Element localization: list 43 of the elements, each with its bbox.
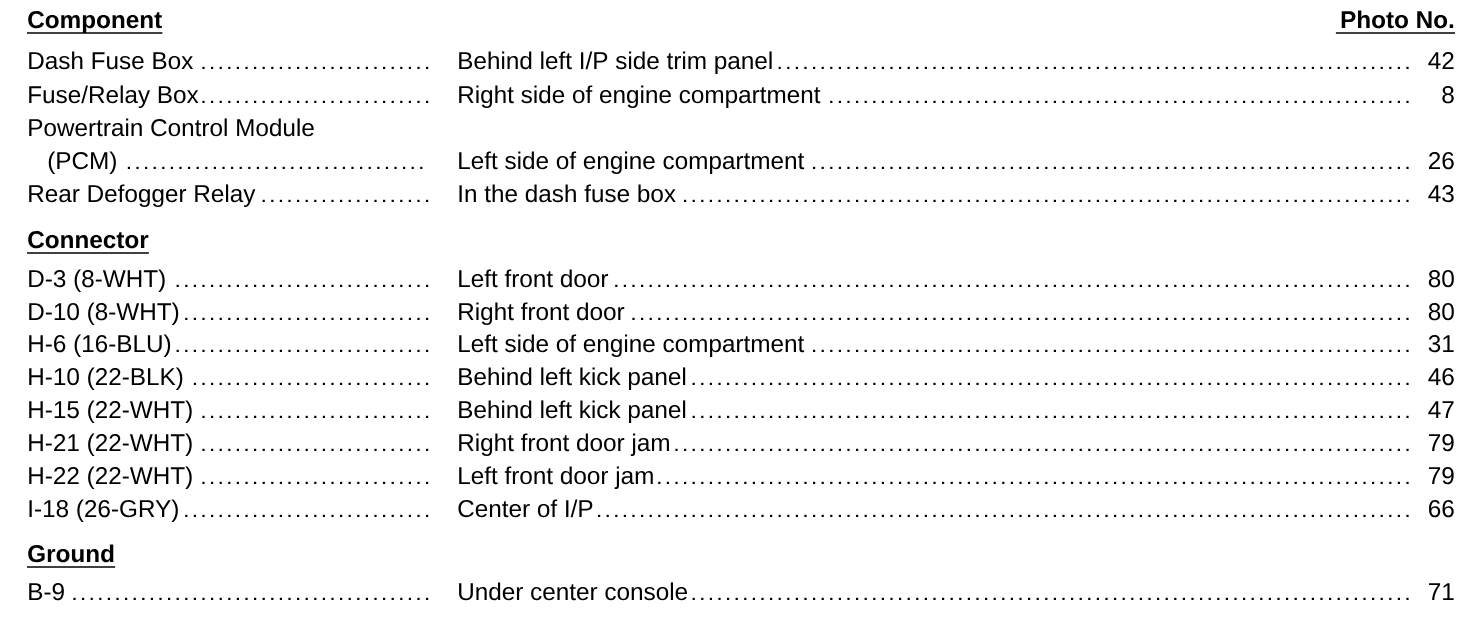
photo-number: 79 bbox=[1429, 434, 1454, 452]
photo-number: 42 bbox=[1428, 52, 1454, 69]
location-text: Under center console bbox=[459, 582, 1409, 601]
location-text: Left front door jam bbox=[459, 466, 1409, 490]
location-text: Right front door bbox=[459, 302, 1409, 326]
photo-number: 66 bbox=[1429, 500, 1454, 518]
photo-number: 80 bbox=[1428, 270, 1454, 288]
component-name: Rear Defogger Relay bbox=[29, 184, 429, 208]
location-text: Behind left kick panel bbox=[459, 400, 1409, 424]
photo-number: 26 bbox=[1429, 152, 1454, 170]
component-name: H-6 (16-BLU) bbox=[29, 334, 429, 358]
location-text: Behind left I/P side trim panel bbox=[459, 51, 1409, 75]
component-name: H-15 (22-WHT) bbox=[29, 400, 429, 424]
location-text: Right side of engine compartment bbox=[459, 85, 1409, 109]
component-name: Dash Fuse Box bbox=[29, 51, 429, 70]
location-text: Center of I/P bbox=[458, 499, 1409, 518]
column-heading: Component bbox=[26, 11, 164, 34]
photo-number: 71 bbox=[1429, 583, 1454, 600]
photo-number: 47 bbox=[1428, 401, 1454, 418]
component-name: D-3 (8-WHT) bbox=[29, 269, 429, 293]
photo-number: 8 bbox=[1442, 86, 1454, 104]
section-heading: Ground bbox=[26, 544, 116, 568]
component-name: H-10 (22-BLK) bbox=[29, 367, 429, 391]
component-name: Powertrain Control Module (PCM) bbox=[29, 118, 423, 175]
component-name: D-10 (8-WHT) bbox=[29, 302, 429, 326]
location-text: Left side of engine compartment bbox=[459, 334, 1409, 358]
location-text: Left front door bbox=[459, 269, 1409, 288]
component-name: H-21 (22-WHT) bbox=[29, 433, 429, 457]
component-name: B-9 bbox=[29, 583, 429, 601]
component-name: I-18 (26-GRY) bbox=[29, 499, 429, 523]
component-name: H-22 (22-WHT) bbox=[29, 466, 429, 490]
photo-number: 46 bbox=[1428, 368, 1454, 386]
column-heading: Photo No. bbox=[1335, 10, 1456, 34]
component-name: Fuse/Relay Box bbox=[29, 85, 429, 109]
location-text: Right front door jam bbox=[459, 433, 1409, 457]
photo-number: 80 bbox=[1428, 303, 1454, 321]
location-text: Left side of engine compartment bbox=[459, 151, 1409, 175]
photo-number: 79 bbox=[1429, 467, 1454, 485]
location-text: Behind left kick panel bbox=[459, 367, 1409, 391]
photo-number: 31 bbox=[1428, 335, 1454, 353]
section-heading: Connector bbox=[26, 231, 150, 254]
location-text: In the dash fuse box bbox=[459, 184, 1409, 203]
photo-number: 43 bbox=[1428, 185, 1454, 203]
